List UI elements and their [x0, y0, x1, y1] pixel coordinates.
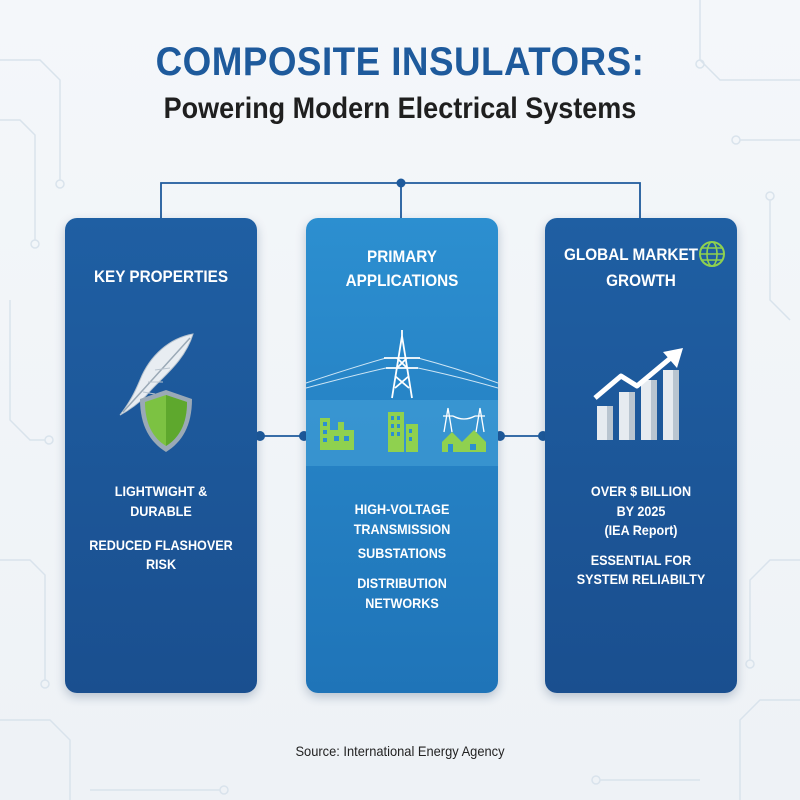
applications-title-line-2: APPLICATIONS — [345, 271, 459, 290]
property-line-2: DURABLE — [130, 503, 192, 519]
market-line-3: (IEA Report) — [604, 522, 678, 538]
application-line-3: SUBSTATIONS — [357, 545, 447, 561]
applications-title-line-1: PRIMARY — [366, 247, 437, 266]
market-line-1: OVER $ BILLION — [590, 483, 692, 499]
key-properties-title: KEY PROPERTIES — [93, 267, 229, 286]
primary-applications-panel: PRIMARY APPLICATIONS — [306, 218, 498, 693]
market-line-5: SYSTEM RELIABILTY — [576, 571, 706, 587]
market-line-4: ESSENTIAL FOR — [590, 552, 692, 568]
application-line-5: NETWORKS — [365, 595, 439, 611]
application-line-4: DISTRIBUTION — [357, 575, 447, 591]
application-line-1: HIGH-VOLTAGE — [354, 501, 450, 517]
residential-grid-icon — [442, 407, 486, 452]
applications-icon-band — [306, 400, 498, 466]
market-line-2: BY 2025 — [616, 503, 666, 519]
property-line-1: LIGHTWIGHT & — [114, 483, 208, 499]
property-line-3: REDUCED FLASHOVER RISK — [89, 537, 233, 572]
application-line-2: TRANSMISSION — [353, 521, 451, 537]
market-title-line-1: GLOBAL MARKET — [563, 245, 699, 264]
factory-icon — [320, 418, 354, 450]
page-title: COMPOSITE INSULATORS: — [155, 40, 645, 84]
office-building-icon — [388, 412, 418, 452]
globe-icon — [699, 241, 725, 267]
feather-icon — [119, 333, 194, 416]
market-title-line-2: GROWTH — [606, 271, 676, 290]
page-subtitle: Powering Modern Electrical Systems — [163, 92, 637, 125]
shield-icon — [140, 390, 192, 452]
growth-chart-icon — [593, 348, 683, 440]
transmission-tower-icon — [306, 330, 498, 399]
market-growth-panel: GLOBAL MARKET GROWTH OVER $ BILLION BY 2… — [545, 218, 737, 693]
source-citation: Source: International Energy Agency — [295, 743, 505, 759]
key-properties-panel: KEY PROPERTIES LIGHTWIGHT & DURABLE REDU… — [65, 218, 257, 693]
